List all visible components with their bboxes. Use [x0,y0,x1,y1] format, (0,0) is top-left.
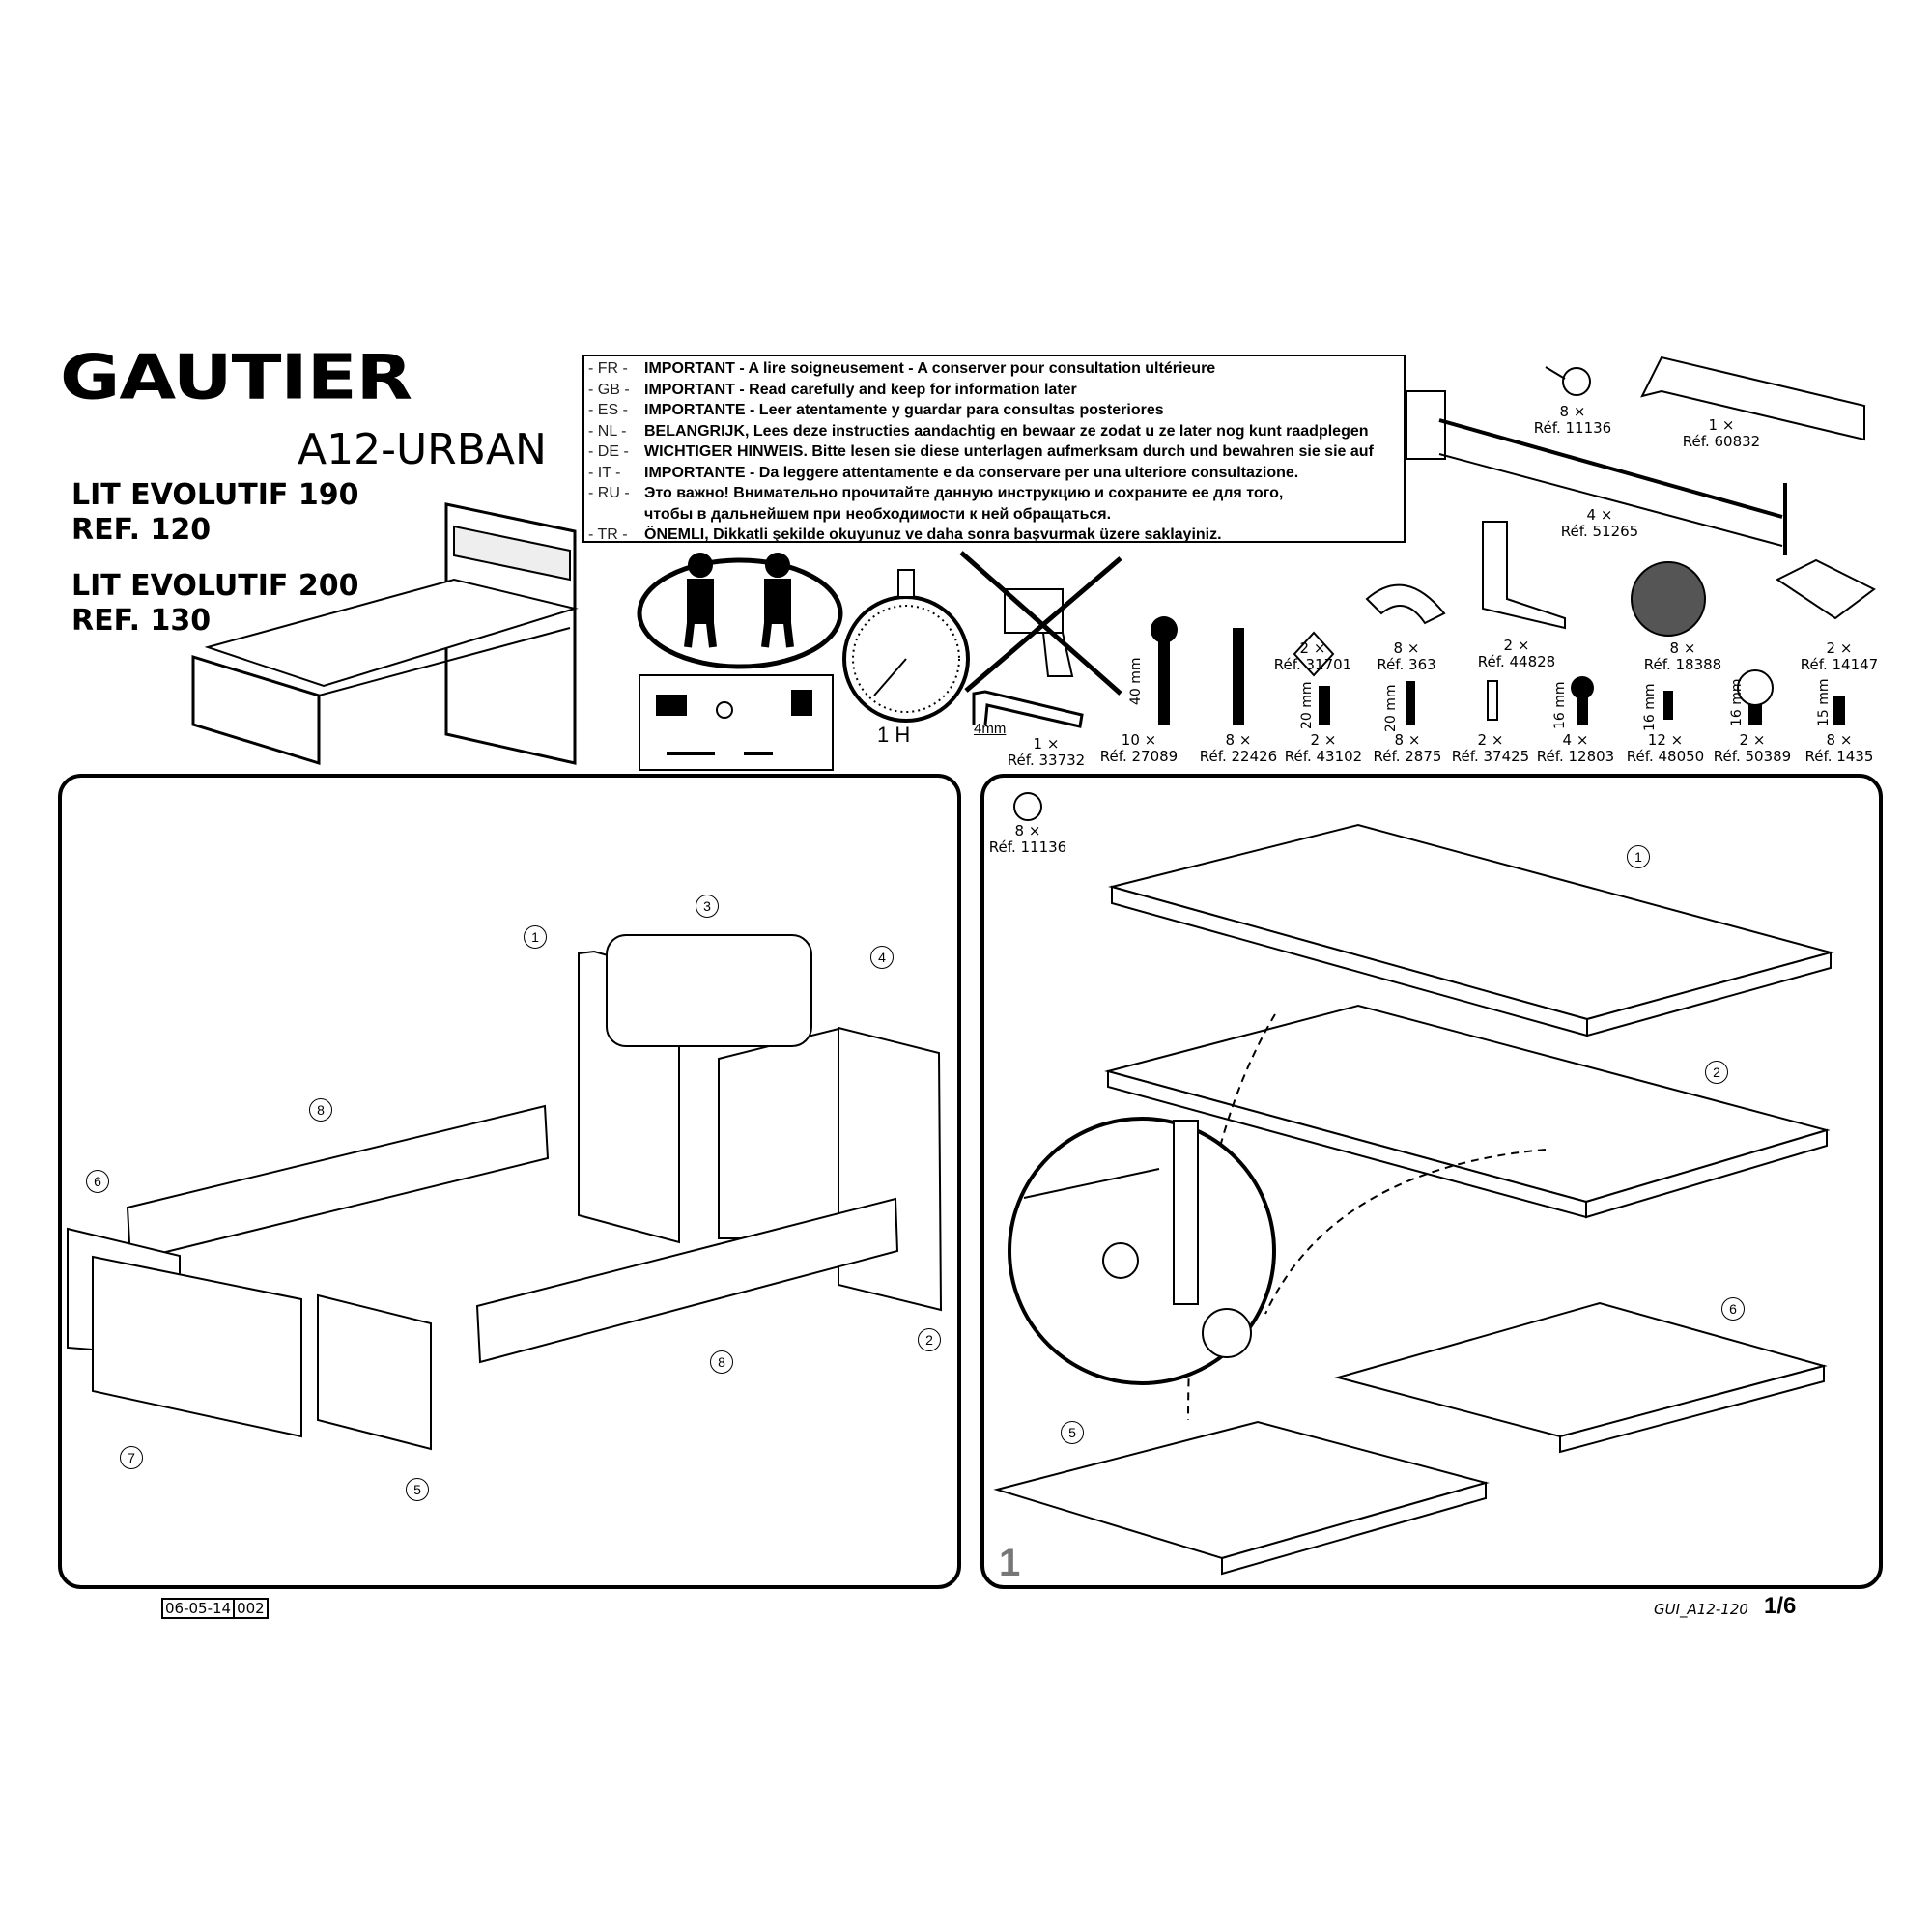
lang-code: - GB - [588,381,630,398]
part-callout: 1 [1627,845,1650,868]
bed-illustration [191,502,579,766]
hardware-item: 8 ×Réf. 11136 [1533,403,1612,437]
lang-code: - IT - [588,464,621,481]
bed-exploded-view [67,934,943,1451]
hardware-item: 4 ×Réf. 12803 [1536,731,1615,765]
important-notice: - FR - IMPORTANT - A lire soigneusement -… [582,355,1406,543]
right-panel-frame [980,774,1883,1589]
notice-text: Это важно! Внимательно прочитайте данную… [644,485,1284,501]
notice-text: ÖNEMLI, Dikkatli şekilde okuyunuz ve dah… [644,526,1222,543]
allen-key-icon [972,690,1084,728]
two-persons-icon [637,553,843,669]
tools-box-icon [639,674,834,771]
date: 06-05-14 [165,1600,232,1617]
lang-code: - RU - [588,485,630,501]
hardware-item: 12 ×Réf. 48050 [1626,731,1705,765]
part-callout: 2 [918,1328,941,1351]
hardware-item: 8 ×Réf. 18388 [1643,639,1722,673]
metal-rail-icon [1406,390,1787,555]
step-number: 1 [999,1542,1021,1584]
hardware-item: 10 ×Réf. 27089 [1099,731,1179,765]
revision: 002 [233,1600,267,1617]
product-name: LIT EVOLUTIF 190 [71,478,359,512]
part-callout: 5 [1061,1421,1084,1444]
hardware-item: 1 ×Réf. 60832 [1682,416,1761,450]
part-callout: 8 [309,1098,332,1122]
hardware-item: 8 ×Réf. 1435 [1804,731,1874,765]
hardware-item: 4 ×Réf. 51265 [1560,506,1639,540]
screw-length: 16 mm [1642,683,1658,731]
lang-code: - ES - [588,402,628,418]
lang-code [588,504,644,526]
product-ref: REF. 120 [71,513,212,547]
lang-code: - DE - [588,443,629,460]
part-callout: 8 [710,1350,733,1374]
hardware-item: 2 ×Réf. 43102 [1284,731,1363,765]
notice-text: WICHTIGER HINWEIS. Bitte lesen sie diese… [644,443,1374,460]
screw-length: 16 mm [1729,678,1745,726]
hardware-item: 2 ×Réf. 14147 [1800,639,1879,673]
hardware-item: 2 ×Réf. 37425 [1451,731,1530,765]
stopwatch-icon [842,569,970,723]
part-callout: 6 [86,1170,109,1193]
notice-text: IMPORTANT - Read carefully and keep for … [644,381,1077,398]
lang-code: - TR - [588,526,628,543]
hardware-item: 2 ×Réf. 31701 [1273,639,1352,673]
screw-length: 20 mm [1299,681,1315,729]
hardware-item: 8 ×Réf. 11136 [988,822,1067,856]
product-ref: REF. 130 [71,604,212,638]
model-name: A12-URBAN [298,425,547,474]
hardware-item: 8 ×Réf. 363 [1377,639,1436,673]
left-panel-frame [58,774,961,1589]
hardware-item: 8 ×Réf. 2875 [1373,731,1442,765]
lang-code: - NL - [588,422,627,440]
assembly-time: 1 H [877,723,911,747]
lang-code: - FR - [588,360,628,377]
glide-icon [1013,792,1042,821]
product-name: LIT EVOLUTIF 200 [71,569,359,603]
notice-text: BELANGRIJK, Lees deze instructies aandac… [644,422,1369,440]
brand-logo: GAUTIER [60,340,412,413]
screw-length: 16 mm [1552,681,1568,729]
part-callout: 1 [524,925,547,949]
notice-text: IMPORTANT - A lire soigneusement - A con… [644,360,1216,377]
screw-length: 15 mm [1816,678,1832,726]
part-callout: 6 [1721,1297,1745,1321]
part-callout: 4 [870,946,894,969]
hardware-item: 8 ×Réf. 22426 [1199,731,1278,765]
notice-text: IMPORTANTE - Da leggere attentamente e d… [644,464,1299,481]
no-power-drill-icon [959,551,1122,696]
part-callout: 7 [120,1446,143,1469]
drawer-exploded-view [993,823,1834,1576]
hardware-item: 2 ×Réf. 50389 [1713,731,1792,765]
notice-text: IMPORTANTE - Leer atentamente y guardar … [644,402,1164,418]
allen-key-size: 4mm [974,721,1007,737]
document-reference: GUI_A12-120 [1654,1601,1748,1618]
part-callout: 2 [1705,1061,1728,1084]
page-number: 1/6 [1764,1593,1797,1619]
hardware-item: 1 ×Réf. 33732 [1007,735,1086,769]
notice-text: чтобы в дальнейшем при необходимости к н… [644,505,1112,523]
hardware-item: 2 ×Réf. 44828 [1477,637,1556,670]
screw-length: 40 mm [1128,657,1144,705]
screw-length: 20 mm [1383,684,1399,732]
part-callout: 5 [406,1478,429,1501]
part-callout: 3 [696,895,719,918]
hardware-icons [1151,355,1876,724]
